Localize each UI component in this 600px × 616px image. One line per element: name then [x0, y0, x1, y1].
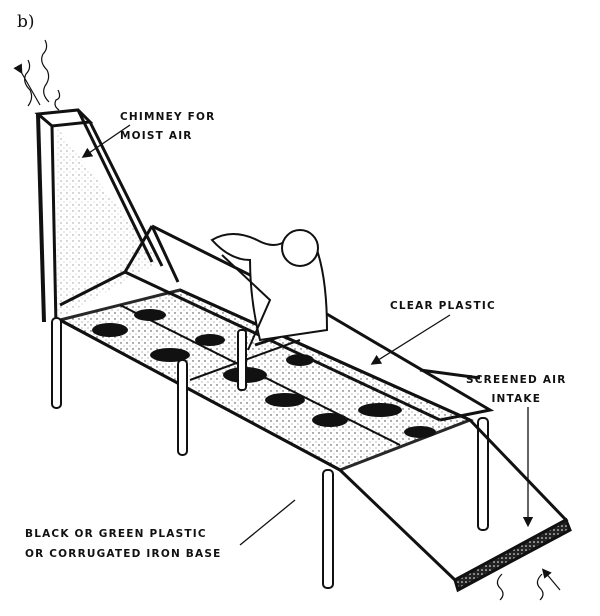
chimney-label-line1: CHIMNEY FOR: [120, 111, 216, 123]
chimney-label: CHIMNEY FOR MOIST AIR: [120, 111, 215, 143]
drying-produce: [92, 309, 436, 438]
air-intake-label: SCREENED AIR INTAKE: [466, 374, 567, 406]
incoming-air-lines: [496, 568, 561, 601]
person-figure: [210, 229, 329, 351]
moist-air-lines: [13, 39, 61, 111]
panel-label: b): [17, 12, 35, 32]
air-intake-label-line1: SCREENED AIR: [466, 374, 567, 386]
leader-lines: [81, 124, 534, 546]
base-label-line2: OR CORRUGATED IRON BASE: [25, 548, 222, 560]
base-label-line1: BLACK OR GREEN PLASTIC: [25, 528, 207, 540]
air-intake-ramp: [338, 418, 572, 593]
clear-plastic-label: CLEAR PLASTIC: [390, 300, 496, 312]
base-label: BLACK OR GREEN PLASTIC OR CORRUGATED IRO…: [25, 528, 221, 561]
air-intake-label-line2: INTAKE: [491, 393, 542, 405]
chimney-label-line2: MOIST AIR: [120, 130, 193, 142]
bamboo-legs: [51, 317, 489, 589]
chimney: [34, 108, 164, 327]
